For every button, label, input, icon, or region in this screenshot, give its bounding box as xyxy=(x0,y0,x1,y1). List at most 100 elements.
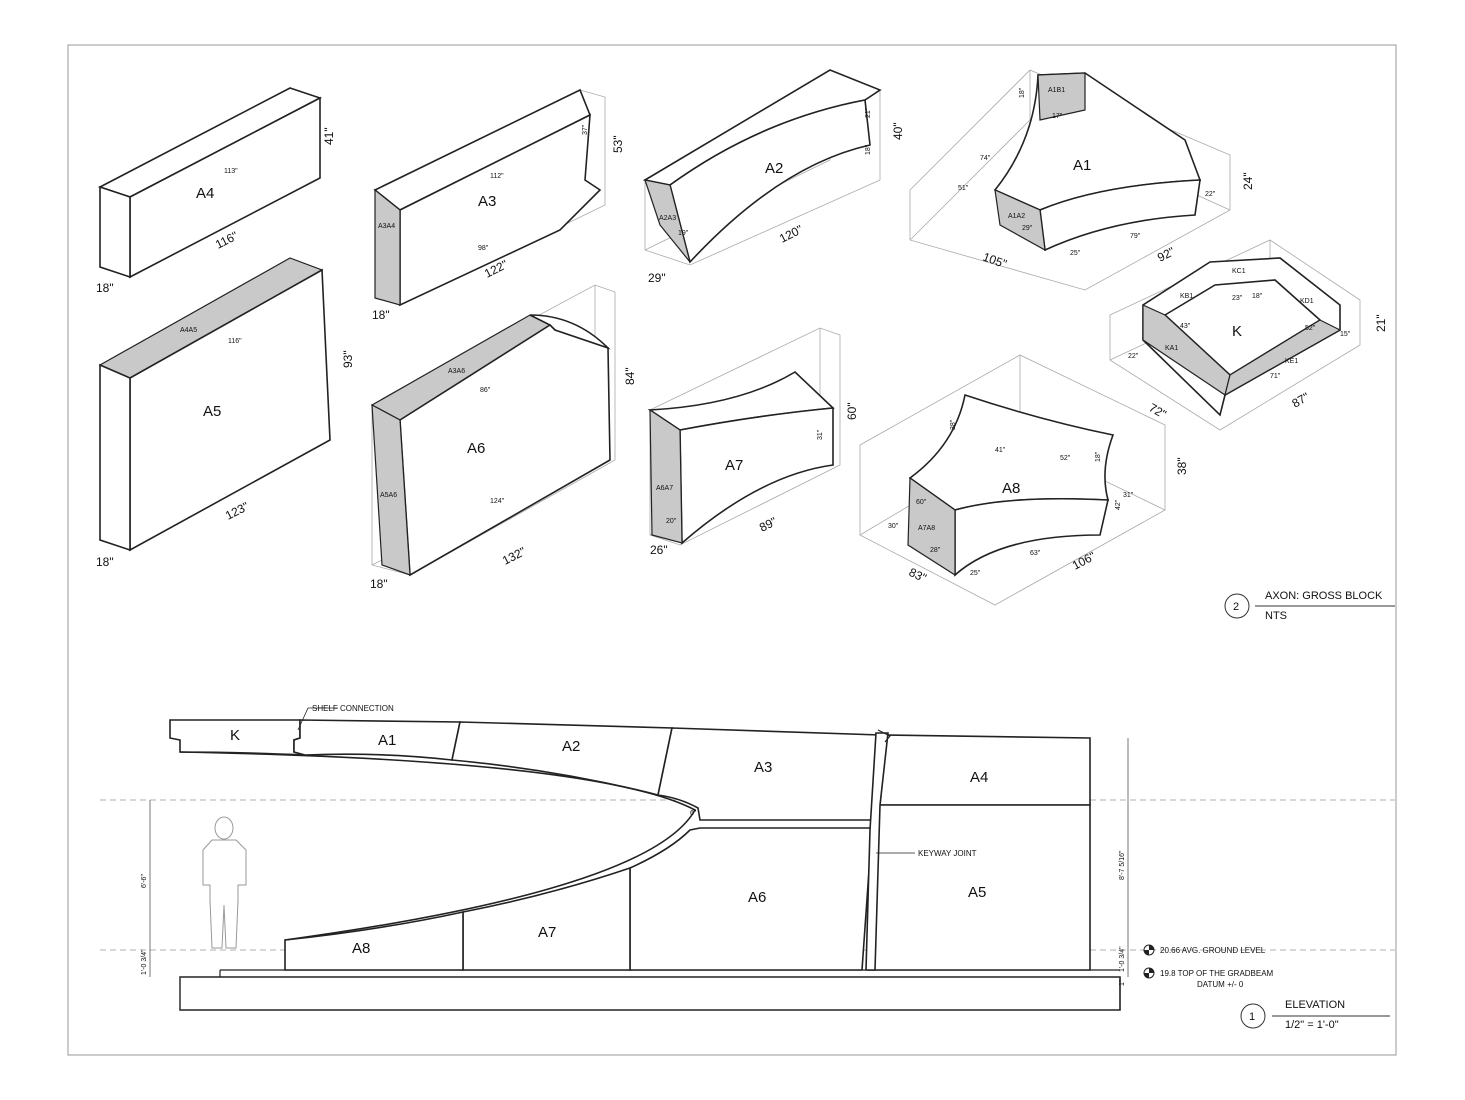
block-a4-depth-dim: 18" xyxy=(96,281,114,295)
block-a7-inner-2: 20" xyxy=(666,518,677,525)
block-a7: A7 A6A7 31" 20" 60" 89" 26" xyxy=(647,327,859,557)
block-a6-face-side: A5A6 xyxy=(380,492,397,499)
elevation-segment-a7 xyxy=(462,866,631,971)
block-k-face-d1: KD1 xyxy=(1300,298,1314,305)
elevation-segment-a8 xyxy=(284,911,464,971)
person-silhouette xyxy=(202,816,247,949)
person-height-dim: 6'-6" xyxy=(141,874,148,888)
datum-note: DATUM +/- 0 xyxy=(1197,980,1244,989)
block-a1-label: A1 xyxy=(1073,157,1091,174)
keyway-joint xyxy=(865,732,889,971)
block-a5-label: A5 xyxy=(203,403,221,420)
block-a8-inner-1: 41" xyxy=(995,447,1006,454)
block-a7-height-dim: 60" xyxy=(845,402,859,420)
block-a8-inner-8: 30" xyxy=(888,523,899,530)
elevation-label-a8: A8 xyxy=(352,940,370,957)
elevation-title-block: 1 ELEVATION 1/2" = 1'-0" xyxy=(1240,999,1390,1031)
block-a8-length-dim: 106" xyxy=(1070,549,1098,573)
axon-number-circle xyxy=(1224,593,1250,619)
block-k-face-e1: KE1 xyxy=(1285,358,1298,365)
block-k: K KC1 KB1 KD1 KA1 KE1 23" 18" 43" 22" 71… xyxy=(1109,239,1388,431)
block-a2-depth-dim: 29" xyxy=(648,271,666,285)
block-k-inner-5: 71" xyxy=(1270,373,1281,380)
block-a2-inner-3: 19" xyxy=(678,230,689,237)
block-a5-length-dim: 123" xyxy=(223,499,251,522)
block-a4-inner-dim: 113" xyxy=(224,168,238,175)
block-a2-height-dim: 40" xyxy=(891,122,905,140)
block-a8-inner-10: 63" xyxy=(1030,550,1041,557)
block-a8-inner-7: 60" xyxy=(916,499,927,506)
block-a8-face-label: A7A8 xyxy=(918,525,935,532)
elevation-label-a1: A1 xyxy=(378,732,396,749)
block-k-face-a1: KA1 xyxy=(1165,345,1178,352)
block-a6: A6 A3A6 A5A6 86" 124" 84" 132" 18" xyxy=(370,284,637,591)
block-a6-inner-1: 86" xyxy=(480,387,491,394)
block-k-inner-4: 22" xyxy=(1128,353,1139,360)
block-a5-depth-dim: 18" xyxy=(96,555,114,569)
block-k-height-dim: 21" xyxy=(1374,314,1388,332)
block-k-length-dim: 87" xyxy=(1290,390,1312,411)
block-a5: A5 A4A5 116" 93" 123" 18" xyxy=(96,257,355,569)
block-k-face-b1: KB1 xyxy=(1180,293,1193,300)
left-base-dim: 1'-0 3/4" xyxy=(141,949,148,975)
block-a1-inner-7: 29" xyxy=(1022,225,1033,232)
block-a6-face-top: A3A6 xyxy=(448,368,465,375)
block-a2: A2 A2A3 21" 18" 19" 40" 120" 29" xyxy=(642,69,905,285)
elevation-segment-a3 xyxy=(657,727,881,821)
block-a1-length-dim: 92" xyxy=(1155,244,1177,264)
block-a3-face-label: A3A4 xyxy=(378,223,395,230)
elevation-label-k: K xyxy=(230,727,240,744)
elevation-segment-a1 xyxy=(293,719,461,761)
block-k-inner-2: 18" xyxy=(1252,293,1263,300)
elevation-label-a5: A5 xyxy=(968,884,986,901)
elevation-number: 1 xyxy=(1249,1011,1255,1023)
elevation-segment-a2 xyxy=(451,721,673,796)
block-a8-inner-4: 18" xyxy=(1095,451,1102,462)
block-k-inner-7: 15" xyxy=(1340,331,1351,338)
block-a1-inner-3: 74" xyxy=(980,155,991,162)
axon-number: 2 xyxy=(1233,601,1239,613)
block-a3-depth-dim: 18" xyxy=(372,308,390,322)
block-a2-inner-2: 18" xyxy=(865,144,872,155)
block-a3-label: A3 xyxy=(478,193,496,210)
axon-title: AXON: GROSS BLOCK xyxy=(1265,590,1383,602)
elevation-label-a7: A7 xyxy=(538,924,556,941)
block-a5-inner: 116" xyxy=(228,338,242,345)
keyway-joint-note: KEYWAY JOINT xyxy=(918,849,977,858)
axon-title-block: 2 AXON: GROSS BLOCK NTS xyxy=(1224,590,1395,622)
block-a1-inner-4: 51" xyxy=(958,185,969,192)
block-a7-inner-1: 31" xyxy=(817,429,824,440)
ground-level-note: 20.66 AVG. GROUND LEVEL xyxy=(1160,946,1266,955)
block-a6-label: A6 xyxy=(467,440,485,457)
block-a6-height-dim: 84" xyxy=(623,367,637,385)
block-a1-height-dim: 24" xyxy=(1241,172,1255,190)
right-small-dim: 1" xyxy=(1119,979,1126,986)
block-a8-inner-3: 38" xyxy=(950,419,957,430)
elevation-label-a6: A6 xyxy=(748,889,766,906)
block-a3-height-dim: 53" xyxy=(611,135,625,153)
right-base-dim: 1'-0 3/4" xyxy=(1119,946,1126,972)
block-a1-face-top: A1B1 xyxy=(1048,87,1065,94)
elevation-segment-a6 xyxy=(629,827,873,971)
block-a8-depth-dim: 83" xyxy=(907,565,929,585)
block-a1-inner-8: 22" xyxy=(1205,191,1216,198)
block-a3-inner-side: 37" xyxy=(582,124,589,135)
block-a1-depth-dim: 105" xyxy=(981,250,1009,271)
elevation-drawing: K A1 A2 A3 A4 A5 A6 A7 A8 SHELF CONNECTI… xyxy=(100,704,1395,1011)
axon-scale: NTS xyxy=(1265,610,1287,622)
block-a8-height-dim: 38" xyxy=(1175,457,1189,475)
block-a8-inner-11: 25" xyxy=(970,570,981,577)
elevation-scale: 1/2" = 1'-0" xyxy=(1285,1019,1339,1031)
block-a6-depth-dim: 18" xyxy=(370,577,388,591)
block-a2-length-dim: 120" xyxy=(777,222,805,245)
block-a7-length-dim: 89" xyxy=(757,514,779,534)
block-a1-inner-6: 25" xyxy=(1070,250,1081,257)
block-a4-label: A4 xyxy=(196,185,214,202)
block-a8-inner-5: 31" xyxy=(1123,492,1134,499)
block-a5-height-dim: 93" xyxy=(341,350,355,368)
shelf-connection-note: SHELF CONNECTION xyxy=(312,704,394,713)
block-k-label: K xyxy=(1232,323,1242,340)
block-a3-inner-top: 112" xyxy=(490,173,504,180)
gradebeam-note: 19.8 TOP OF THE GRADBEAM xyxy=(1160,969,1274,978)
curve-dim: 6" xyxy=(690,810,697,817)
